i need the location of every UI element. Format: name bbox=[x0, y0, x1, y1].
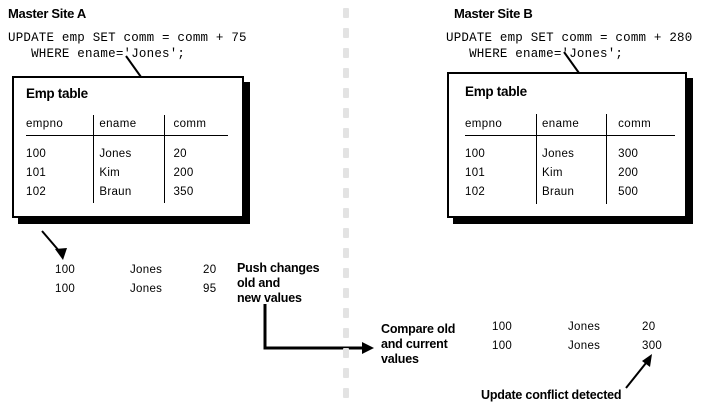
compare-label: Compare old and current values bbox=[381, 322, 456, 366]
divider-dot bbox=[343, 308, 349, 318]
cell-empno: 100 bbox=[492, 321, 513, 333]
master-site-a-sql: UPDATE emp SET comm = comm + 75 WHERE en… bbox=[8, 31, 247, 61]
cell-comm: 200 bbox=[173, 166, 194, 179]
divider-dot bbox=[343, 148, 349, 158]
divider-dot bbox=[343, 208, 349, 218]
table-b-col-ename: ename bbox=[542, 118, 580, 130]
cell-comm: 20 bbox=[203, 264, 217, 276]
cell-empno: 100 bbox=[26, 147, 47, 160]
table-row: 101 Kim 200 bbox=[465, 163, 675, 182]
divider-dot bbox=[343, 348, 349, 358]
divider-dot bbox=[343, 328, 349, 338]
cell-empno: 100 bbox=[55, 283, 76, 295]
cell-comm: 350 bbox=[173, 185, 194, 198]
table-a-col-ename: ename bbox=[99, 118, 137, 130]
emp-table-card-b bbox=[447, 72, 687, 218]
table-a-col-divider-2 bbox=[164, 115, 165, 203]
divider-dot bbox=[343, 228, 349, 238]
push-changes-label: Push changes old and new values bbox=[237, 261, 320, 305]
push-to-compare-arrow bbox=[263, 304, 374, 354]
divider-dot bbox=[343, 188, 349, 198]
cell-ename: Jones bbox=[568, 321, 601, 333]
divider-dot bbox=[343, 368, 349, 378]
cell-ename: Kim bbox=[99, 166, 121, 179]
table-row: 100 Jones 20 bbox=[26, 136, 228, 164]
divider-dot bbox=[343, 168, 349, 178]
cell-comm: 300 bbox=[618, 147, 639, 160]
divider-dot bbox=[343, 108, 349, 118]
cell-ename: Jones bbox=[568, 340, 601, 352]
table-row: 101 Kim 200 bbox=[26, 163, 228, 182]
divider-dot bbox=[343, 88, 349, 98]
master-site-b-title: Master Site B bbox=[454, 6, 533, 21]
cell-ename: Braun bbox=[99, 185, 132, 198]
cell-empno: 100 bbox=[492, 340, 513, 352]
cell-comm: 20 bbox=[173, 147, 187, 160]
cell-empno: 102 bbox=[465, 185, 486, 198]
emp-table-card-a-title: Emp table bbox=[26, 86, 88, 101]
cell-empno: 100 bbox=[465, 147, 486, 160]
cell-ename: Jones bbox=[99, 147, 132, 160]
cell-empno: 101 bbox=[465, 166, 486, 179]
cell-ename: Jones bbox=[130, 264, 163, 276]
table-b-col-divider-1 bbox=[536, 114, 537, 204]
table-b-col-divider-2 bbox=[606, 114, 607, 204]
table-to-changes-arrow bbox=[41, 230, 67, 260]
cell-comm: 300 bbox=[642, 340, 663, 352]
cell-comm: 95 bbox=[203, 283, 217, 295]
divider-dot bbox=[343, 388, 349, 398]
cell-empno: 102 bbox=[26, 185, 47, 198]
table-a-col-comm: comm bbox=[173, 118, 207, 130]
conflict-label: Update conflict detected bbox=[481, 388, 622, 402]
emp-table-b: empno ename comm 100 Jones 300 101 Kim 2… bbox=[465, 118, 675, 201]
divider-dot bbox=[343, 288, 349, 298]
cell-ename: Jones bbox=[130, 283, 163, 295]
divider-dot bbox=[343, 268, 349, 278]
cell-empno: 100 bbox=[55, 264, 76, 276]
divider-dot bbox=[343, 8, 349, 18]
table-row: 100 Jones 300 bbox=[465, 136, 675, 164]
table-a-col-divider-1 bbox=[93, 115, 94, 203]
table-a-col-empno: empno bbox=[26, 118, 64, 130]
divider-dot bbox=[343, 48, 349, 58]
cell-ename: Kim bbox=[542, 166, 563, 179]
master-site-b-sql: UPDATE emp SET comm = comm + 280 WHERE e… bbox=[446, 31, 693, 61]
master-site-a-title: Master Site A bbox=[8, 6, 86, 21]
vertical-dotted-separator bbox=[343, 8, 349, 412]
table-row: 102 Braun 500 bbox=[465, 182, 675, 201]
table-b-col-comm: comm bbox=[618, 118, 652, 130]
emp-table-card-b-title: Emp table bbox=[465, 84, 527, 99]
table-b-col-empno: empno bbox=[465, 118, 503, 130]
divider-dot bbox=[343, 128, 349, 138]
cell-comm: 500 bbox=[618, 185, 639, 198]
emp-table-card-a bbox=[12, 76, 244, 218]
divider-dot bbox=[343, 28, 349, 38]
cell-empno: 101 bbox=[26, 166, 47, 179]
cell-comm: 200 bbox=[618, 166, 639, 179]
conflict-pointer-arrow bbox=[625, 354, 652, 389]
table-row: 102 Braun 350 bbox=[26, 182, 228, 201]
table-b-header-row: empno ename comm bbox=[465, 118, 675, 136]
divider-dot bbox=[343, 248, 349, 258]
table-a-header-row: empno ename comm bbox=[26, 118, 228, 136]
emp-table-a: empno ename comm 100 Jones 20 101 Kim 20… bbox=[26, 118, 228, 201]
cell-comm: 20 bbox=[642, 321, 656, 333]
cell-ename: Jones bbox=[542, 147, 575, 160]
divider-dot bbox=[343, 68, 349, 78]
cell-ename: Braun bbox=[542, 185, 575, 198]
